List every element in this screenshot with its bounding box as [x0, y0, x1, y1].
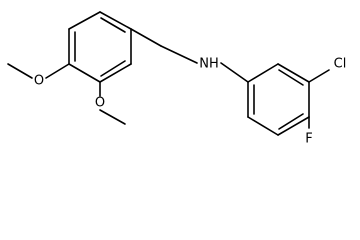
- ring-bond: [247, 63, 279, 83]
- right-benzene-ring: [247, 63, 310, 136]
- ring-bond: [277, 116, 310, 136]
- chlorine-label: Cl: [334, 57, 347, 72]
- left-benzene-ring: [68, 11, 132, 83]
- amine-nh-label: NH: [199, 57, 219, 72]
- ring-bond: [247, 116, 279, 136]
- substituent-bonds: [7, 28, 249, 125]
- atom-labels: O O NH Cl F: [34, 57, 346, 147]
- ring-bond: [277, 63, 310, 83]
- methoxy-2-methyl-bond: [99, 109, 126, 125]
- methoxy-oxygen-label: O: [34, 74, 44, 89]
- aromatic-inner-bond: [278, 69, 304, 86]
- ring-bond: [68, 63, 101, 83]
- methoxy-3-o-bond: [45, 63, 70, 79]
- aromatic-inner-bond: [100, 60, 126, 77]
- ch2-bond: [130, 28, 162, 47]
- methoxy-oxygen-label: O: [95, 96, 105, 111]
- ring-bond: [99, 63, 132, 83]
- chemical-structure: O O NH Cl F: [7, 11, 346, 147]
- methoxy-3-methyl-bond: [7, 63, 33, 79]
- cl-bond: [308, 69, 330, 83]
- aromatic-inner-bond: [100, 17, 126, 33]
- ring-bond: [99, 11, 132, 30]
- halogen-bonds: [308, 69, 330, 129]
- fluorine-label: F: [305, 132, 312, 147]
- n-aryl-bond: [220, 62, 249, 83]
- aromatic-inner-bond: [278, 113, 304, 130]
- ring-bond: [68, 11, 101, 30]
- ch2-n-bond: [160, 45, 198, 64]
